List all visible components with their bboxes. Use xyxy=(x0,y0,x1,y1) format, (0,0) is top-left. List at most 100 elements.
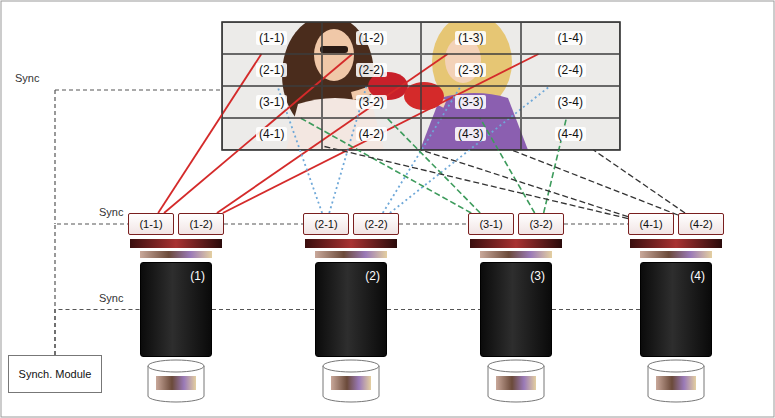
sync-line xyxy=(552,309,640,310)
graphics-card: (4-2) xyxy=(678,213,724,235)
database-symbol xyxy=(488,360,544,372)
graphics-card-picture xyxy=(630,239,722,248)
sync-module: Synch. Module xyxy=(8,355,102,393)
card-label: (2-1) xyxy=(314,218,337,230)
tile-label: (1-1) xyxy=(256,31,287,45)
sync-line xyxy=(55,310,140,356)
video-signal-line xyxy=(322,146,629,219)
database-symbol xyxy=(331,376,371,390)
pc-number: (4) xyxy=(690,269,705,283)
card-label: (2-2) xyxy=(364,218,387,230)
sync-label: Sync xyxy=(14,72,40,84)
graphics-card: (3-1) xyxy=(468,213,514,235)
graphics-card-picture xyxy=(130,239,222,248)
database-symbol xyxy=(148,360,704,402)
sync-line xyxy=(399,223,468,224)
tile-label: (2-3) xyxy=(455,63,486,77)
display-tile: (3-1) xyxy=(222,86,322,118)
graphics-card-picture xyxy=(130,239,722,258)
video-signal-line xyxy=(301,118,472,213)
video-signal-line xyxy=(593,150,685,213)
pc-tower: (3) xyxy=(480,262,552,357)
display-tile: (4-2) xyxy=(322,118,422,150)
video-wall-image xyxy=(314,29,354,81)
video-signal-line xyxy=(158,54,261,213)
graphics-card-picture xyxy=(480,251,552,258)
video-signal-line xyxy=(480,118,535,213)
display-tile: (1-1) xyxy=(222,22,322,54)
database-symbol xyxy=(148,360,204,372)
video-wall-frame xyxy=(222,22,620,150)
pc-number: (2) xyxy=(365,269,380,283)
graphics-card: (1-1) xyxy=(128,213,174,235)
graphics-card-picture xyxy=(640,251,712,258)
tile-label: (3-2) xyxy=(356,95,387,109)
database-symbol xyxy=(648,360,704,372)
graphics-card: (3-2) xyxy=(518,213,564,235)
module-label: Synch. Module xyxy=(19,368,92,380)
tile-label: (3-4) xyxy=(555,95,586,109)
video-signal-line xyxy=(164,54,352,213)
sync-line xyxy=(55,89,222,90)
display-tile: (2-4) xyxy=(521,54,621,86)
tile-label: (4-1) xyxy=(256,127,287,141)
display-tile: (4-4) xyxy=(521,118,621,150)
display-tile: (4-3) xyxy=(421,118,521,150)
video-wall-image xyxy=(222,22,620,150)
sync-label: Sync xyxy=(98,206,124,218)
card-label: (4-1) xyxy=(639,218,662,230)
pc-number: (3) xyxy=(530,269,545,283)
display-tile: (1-2) xyxy=(322,22,422,54)
sync-label: Sync xyxy=(98,292,124,304)
sync-line xyxy=(564,223,628,224)
graphics-card: (2-1) xyxy=(303,213,349,235)
tile-label: (2-1) xyxy=(256,63,287,77)
tile-label: (1-3) xyxy=(455,31,486,45)
database-symbol xyxy=(496,376,536,390)
pc-number: (1) xyxy=(190,269,205,283)
display-tile: (4-1) xyxy=(222,118,322,150)
tile-label: (2-2) xyxy=(356,63,387,77)
pc-tower: (2) xyxy=(315,262,387,357)
pc-tower: (4) xyxy=(640,262,712,357)
video-wall-image xyxy=(222,22,620,150)
video-signal-line xyxy=(223,54,539,213)
video-signal-line xyxy=(512,150,678,215)
display-tile: (3-4) xyxy=(521,86,621,118)
graphics-card-picture xyxy=(315,251,387,258)
card-label: (1-2) xyxy=(189,218,212,230)
card-label: (3-1) xyxy=(479,218,502,230)
sync-line xyxy=(55,224,128,355)
tile-label: (4-4) xyxy=(555,127,586,141)
pc-tower: (1) xyxy=(140,262,212,357)
tile-label: (1-4) xyxy=(555,31,586,45)
tile-label: (4-2) xyxy=(356,127,387,141)
tile-label: (3-1) xyxy=(256,95,287,109)
graphics-card: (2-2) xyxy=(353,213,399,235)
tile-label: (1-2) xyxy=(356,31,387,45)
card-label: (1-1) xyxy=(139,218,162,230)
graphics-card: (4-1) xyxy=(628,213,674,235)
sync-line xyxy=(224,223,303,224)
graphics-card: (1-2) xyxy=(178,213,224,235)
sync-line xyxy=(55,90,222,224)
graphics-card-picture xyxy=(305,239,397,248)
sync-line xyxy=(54,90,55,224)
database-symbol xyxy=(323,360,379,372)
tile-label: (2-4) xyxy=(555,63,586,77)
video-signal-line xyxy=(421,150,628,217)
display-tile: (2-2) xyxy=(322,54,422,86)
display-tile: (3-2) xyxy=(322,86,422,118)
sync-line xyxy=(212,309,315,310)
card-label: (4-2) xyxy=(689,218,712,230)
display-tile: (2-1) xyxy=(222,54,322,86)
database-symbol xyxy=(156,376,196,390)
video-wall-image xyxy=(320,46,348,53)
graphics-card-picture xyxy=(470,239,562,248)
display-tile: (1-3) xyxy=(421,22,521,54)
database-symbol xyxy=(656,376,696,390)
display-tile: (3-3) xyxy=(421,86,521,118)
tile-label: (3-3) xyxy=(455,95,486,109)
graphics-card-picture xyxy=(140,251,212,258)
